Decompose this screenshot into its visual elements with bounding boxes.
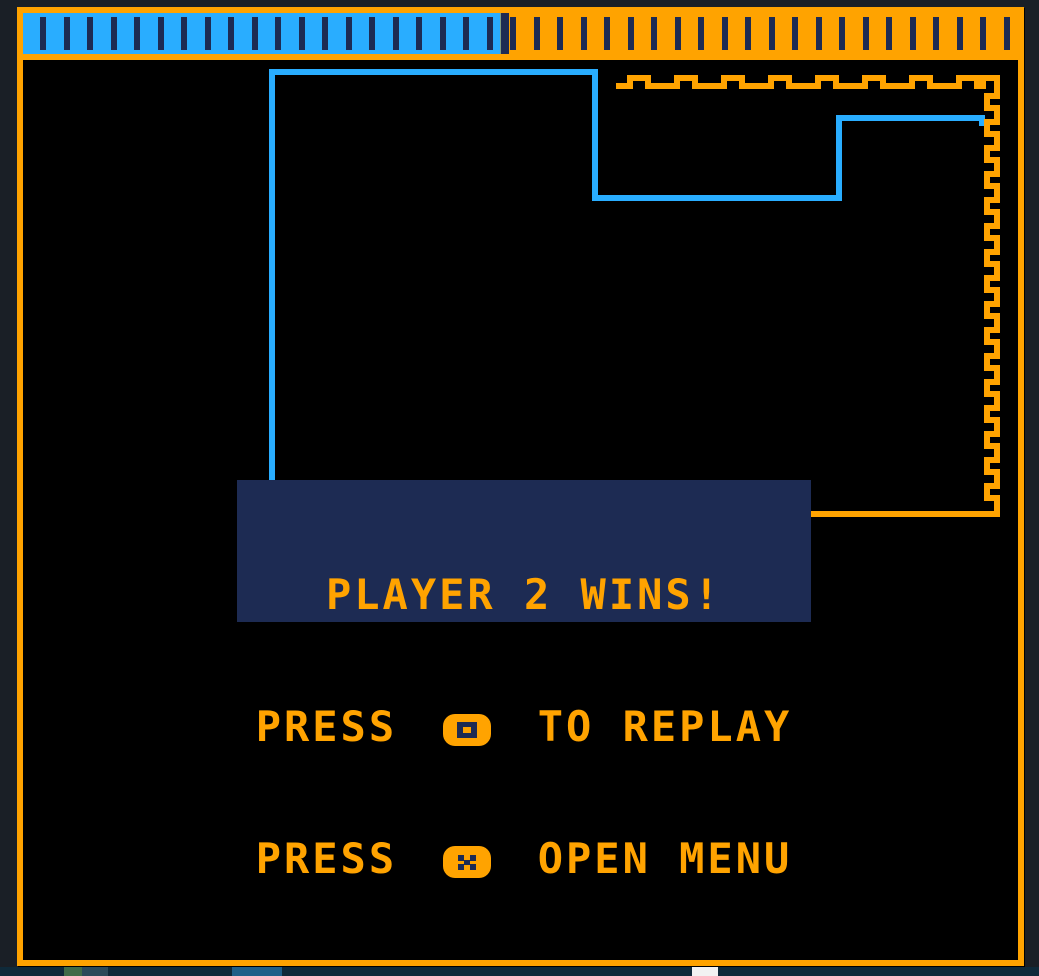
- player2-meter-fill: [500, 13, 1019, 54]
- meter-tick: [463, 17, 469, 50]
- status-segment: [64, 967, 82, 976]
- meter-tick: [40, 17, 46, 50]
- meter-divider: [20, 54, 1021, 60]
- meter-tick: [87, 17, 93, 50]
- meter-tick: [675, 17, 681, 50]
- meter-tick: [651, 17, 657, 50]
- meter-tick: [698, 17, 704, 50]
- menu-instruction: PRESS OPEN MENU: [237, 837, 811, 881]
- meter-tick: [581, 17, 587, 50]
- meter-tick: [346, 17, 352, 50]
- meter-tick: [628, 17, 634, 50]
- meter-tick: [910, 17, 916, 50]
- meter-tick: [863, 17, 869, 50]
- replay-action-label: TO REPLAY: [509, 702, 793, 751]
- meter-tick: [299, 17, 305, 50]
- meter-tick: [416, 17, 422, 50]
- meter-tick: [557, 17, 563, 50]
- meter-tick: [64, 17, 70, 50]
- meter-tick: [275, 17, 281, 50]
- meter-tick: [205, 17, 211, 50]
- meter-split-marker: [501, 13, 509, 54]
- status-strip: [0, 967, 1039, 976]
- meter-tick: [440, 17, 446, 50]
- playfield-border: [17, 7, 1024, 966]
- meter-tick: [393, 17, 399, 50]
- meter-tick: [322, 17, 328, 50]
- meter-tick: [134, 17, 140, 50]
- meter-tick: [534, 17, 540, 50]
- meter-tick: [792, 17, 798, 50]
- meter-tick: [369, 17, 375, 50]
- player2-trail: [616, 75, 1000, 517]
- meter-tick: [1004, 17, 1010, 50]
- meter-tick: [228, 17, 234, 50]
- meter-tick: [158, 17, 164, 50]
- status-segment: [692, 967, 718, 976]
- x-button-icon: [443, 845, 492, 878]
- meter-tick: [769, 17, 775, 50]
- meter-tick: [722, 17, 728, 50]
- meter-tick: [980, 17, 986, 50]
- player1-meter-fill: [23, 13, 501, 54]
- replay-instruction: PRESS TO REPLAY: [237, 705, 811, 749]
- player1-trail: [269, 69, 985, 481]
- meter-tick: [487, 17, 493, 50]
- winner-message: PLAYER 2 WINS!: [325, 570, 722, 619]
- meter-tick: [745, 17, 751, 50]
- menu-action-label: OPEN MENU: [509, 834, 793, 883]
- game-over-dialog: PLAYER 2 WINS! PRESS TO REPLAY PRESS OPE…: [237, 480, 811, 881]
- status-segment: [82, 967, 108, 976]
- meter-tick: [816, 17, 822, 50]
- meter-tick: [252, 17, 258, 50]
- replay-press-label: PRESS: [255, 702, 426, 751]
- territory-meter: [23, 13, 1019, 54]
- status-segment: [232, 967, 282, 976]
- meter-tick: [604, 17, 610, 50]
- meter-tick: [181, 17, 187, 50]
- circle-button-icon: [443, 713, 492, 746]
- meter-tick: [111, 17, 117, 50]
- meter-tick: [957, 17, 963, 50]
- meter-tick: [839, 17, 845, 50]
- menu-press-label: PRESS: [255, 834, 426, 883]
- meter-tick: [510, 17, 516, 50]
- meter-tick: [933, 17, 939, 50]
- meter-tick: [886, 17, 892, 50]
